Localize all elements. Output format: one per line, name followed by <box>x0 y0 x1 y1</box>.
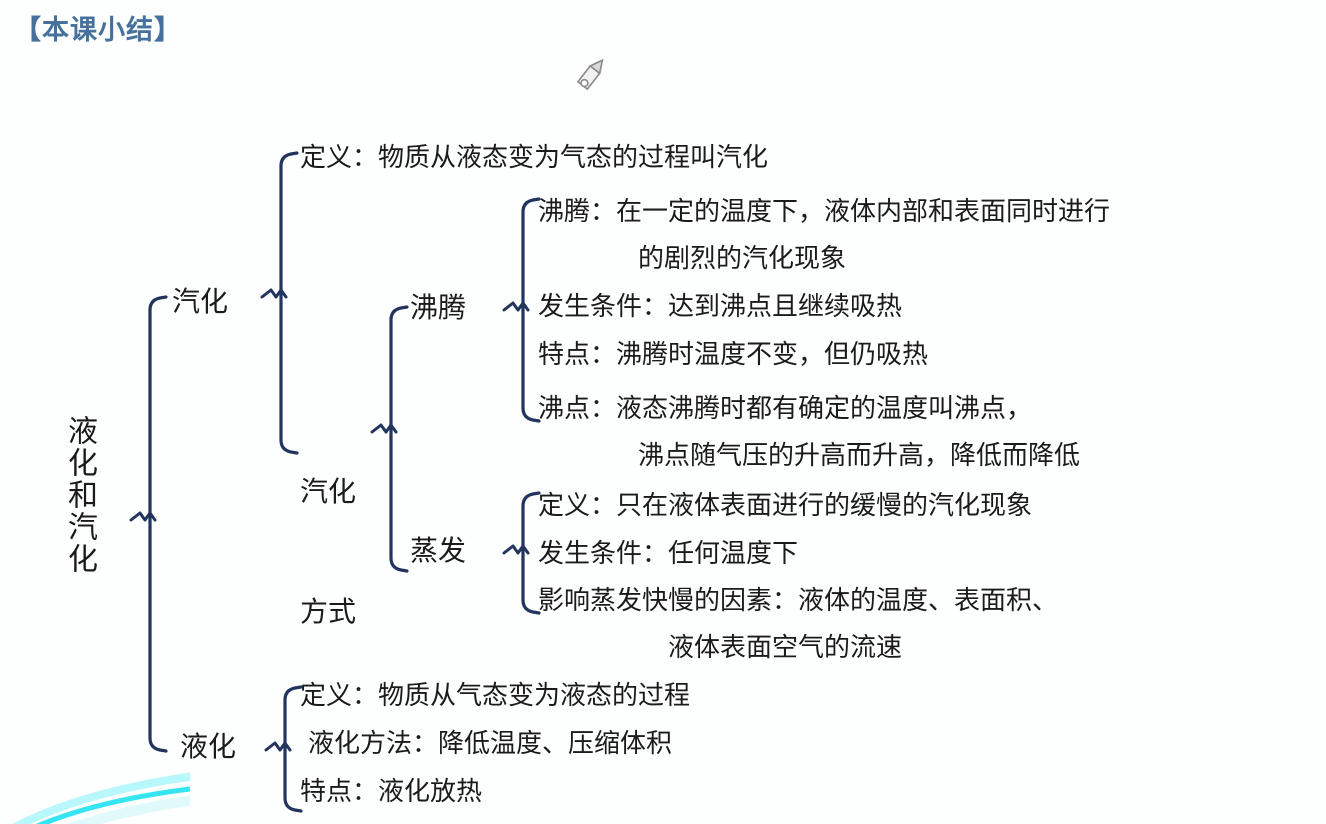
mindmap-node-vaporization-methods[interactable]: 汽化 方式 <box>300 392 356 712</box>
mindmap-node-liquefaction[interactable]: 液化 <box>180 731 237 762</box>
corner-swoosh-decoration <box>12 772 190 824</box>
pen-cursor-icon <box>576 58 604 91</box>
mindmap-leaf-boiling-point-line2[interactable]: 沸点随气压的升高而升高，降低而降低 <box>638 440 1081 470</box>
mindmap-leaf-liquefaction-definition[interactable]: 定义：物质从气态变为液态的过程 <box>300 680 691 710</box>
mindmap-leaf-liquefaction-feature[interactable]: 特点：液化放热 <box>300 776 483 806</box>
mindmap-leaf-boiling-condition[interactable]: 发生条件：达到沸点且继续吸热 <box>538 291 903 321</box>
mindmap-leaf-evaporation-factors-line1[interactable]: 影响蒸发快慢的因素：液体的温度、表面积、 <box>538 585 1059 615</box>
mindmap-leaf-evaporation-definition[interactable]: 定义：只在液体表面进行的缓慢的汽化现象 <box>538 490 1033 520</box>
mindmap-leaf-evaporation-factors-line2[interactable]: 液体表面空气的流速 <box>668 632 903 662</box>
mindmap-leaf-boiling-point-line1[interactable]: 沸点：液态沸腾时都有确定的温度叫沸点， <box>538 393 1033 423</box>
mindmap-leaf-boiling-definition-line1[interactable]: 沸腾：在一定的温度下，液体内部和表面同时进行 <box>538 196 1111 226</box>
mindmap-leaf-boiling-feature[interactable]: 特点：沸腾时温度不变，但仍吸热 <box>538 339 929 369</box>
mindmap-leaf-evaporation-condition[interactable]: 发生条件：任何温度下 <box>538 538 799 568</box>
mindmap-leaf-liquefaction-method[interactable]: 液化方法：降低温度、压缩体积 <box>308 728 673 758</box>
page-title: 【本课小结】 <box>14 15 182 45</box>
mindmap-root-node[interactable]: 液化和汽化 <box>63 415 96 575</box>
mindmap-leaf-vaporization-definition[interactable]: 定义：物质从液态变为气态的过程叫汽化 <box>300 142 769 172</box>
mindmap-node-boiling[interactable]: 沸腾 <box>410 292 467 323</box>
vaporization-methods-line1: 汽化 <box>300 476 357 507</box>
vaporization-methods-line2: 方式 <box>300 596 357 627</box>
mindmap-node-vaporization[interactable]: 汽化 <box>172 286 229 317</box>
mindmap-node-evaporation[interactable]: 蒸发 <box>410 535 467 566</box>
mindmap-leaf-boiling-definition-line2[interactable]: 的剧烈的汽化现象 <box>638 243 847 273</box>
